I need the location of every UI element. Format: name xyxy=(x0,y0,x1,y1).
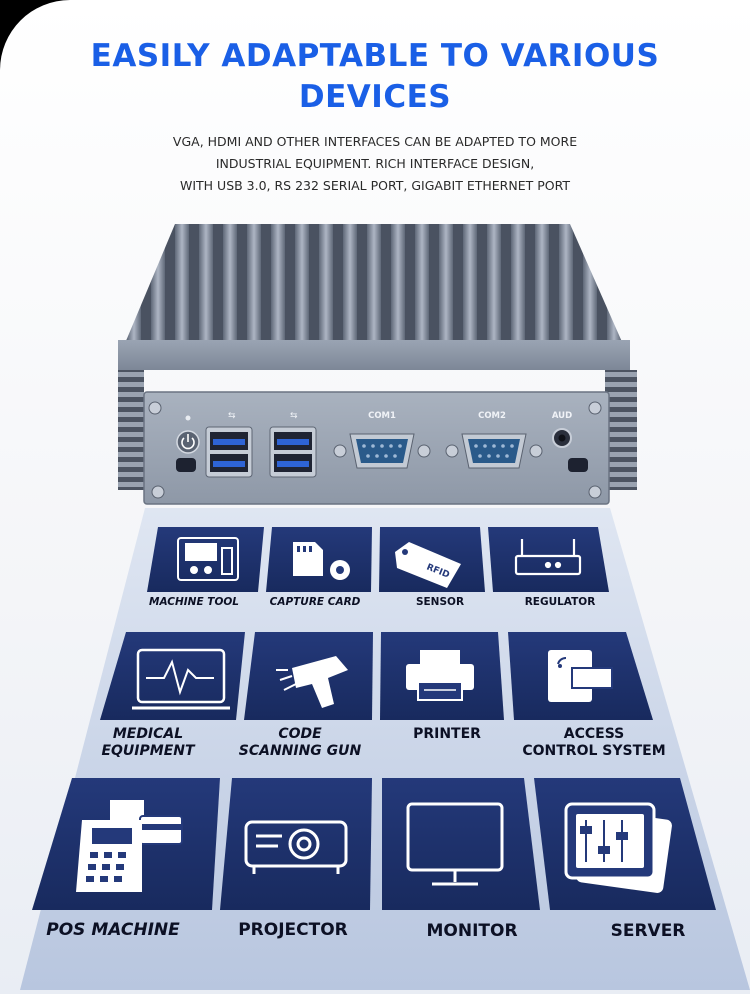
printer-icon xyxy=(406,650,474,701)
label-machine-tool: MACHINE TOOL xyxy=(149,596,239,608)
page-subtitle: VGA, HDMI AND OTHER INTERFACES CAN BE AD… xyxy=(0,131,750,197)
page-title-line-1: EASILY ADAPTABLE TO VARIOUS xyxy=(90,38,660,74)
label-monitor: MONITOR xyxy=(426,921,518,941)
tile-projector xyxy=(220,778,372,910)
page-title: EASILY ADAPTABLE TO VARIOUS DEVICES xyxy=(0,36,750,118)
com1-serial-port[interactable] xyxy=(333,433,431,469)
tile-regulator xyxy=(488,527,609,592)
label-projector: PROJECTOR xyxy=(238,920,348,940)
usb-ports-right[interactable]: ⇆ xyxy=(269,411,317,478)
medical-monitor-icon xyxy=(132,648,230,710)
server-icon xyxy=(564,802,672,893)
label-code-scanning-gun: CODE SCANNING GUN xyxy=(238,726,362,759)
subtitle-line-3: WITH USB 3.0, RS 232 SERIAL PORT, GIGABI… xyxy=(179,178,570,193)
tile-monitor xyxy=(382,778,540,910)
chassis-body xyxy=(118,340,630,370)
usb-ports-left[interactable]: ⇆ xyxy=(205,411,253,478)
barcode-scanner-icon xyxy=(276,656,348,708)
router-icon xyxy=(514,539,582,576)
page-title-line-2: DEVICES xyxy=(298,79,452,115)
machine-tool-icon xyxy=(177,537,239,581)
tile-medical-equipment xyxy=(100,632,245,720)
capture-card-icon xyxy=(293,542,350,580)
monitor-icon xyxy=(406,802,504,886)
heat-sink xyxy=(118,224,630,360)
rfid-sensor-icon: RFID xyxy=(395,542,461,588)
label-pos-machine: POS MACHINE xyxy=(46,920,180,940)
svg-text:⇆: ⇆ xyxy=(290,411,298,421)
svg-text:⇆: ⇆ xyxy=(228,411,236,421)
subtitle-line-1: VGA, HDMI AND OTHER INTERFACES CAN BE AD… xyxy=(172,134,578,149)
aud-label: AUD xyxy=(552,411,572,421)
left-vent xyxy=(118,370,144,490)
label-capture-card: CAPTURE CARD xyxy=(269,596,361,608)
power-led-icon xyxy=(185,415,191,421)
reset-hole xyxy=(176,458,196,472)
subtitle-line-2: INDUSTRIAL EQUIPMENT. RICH INTERFACE DES… xyxy=(215,156,535,171)
mini-pc-device: ⇆ ⇆ COM1 COM2 xyxy=(118,224,637,505)
right-indicator xyxy=(568,458,588,472)
label-access-control-system: ACCESS CONTROL SYSTEM xyxy=(522,726,666,759)
label-regulator: REGULATOR xyxy=(524,596,596,608)
pos-terminal-icon xyxy=(76,800,183,892)
com2-label: COM2 xyxy=(478,411,506,421)
label-printer: PRINTER xyxy=(413,726,481,742)
label-sensor: SENSOR xyxy=(415,596,465,608)
label-medical-equipment: MEDICAL EQUIPMENT xyxy=(101,726,195,759)
access-control-icon xyxy=(548,650,613,702)
com1-label: COM1 xyxy=(368,411,396,421)
com2-serial-port[interactable] xyxy=(445,433,543,469)
projector-icon xyxy=(244,820,348,874)
label-server: SERVER xyxy=(610,921,686,941)
panel-screws xyxy=(148,401,602,499)
right-vent xyxy=(605,370,637,490)
